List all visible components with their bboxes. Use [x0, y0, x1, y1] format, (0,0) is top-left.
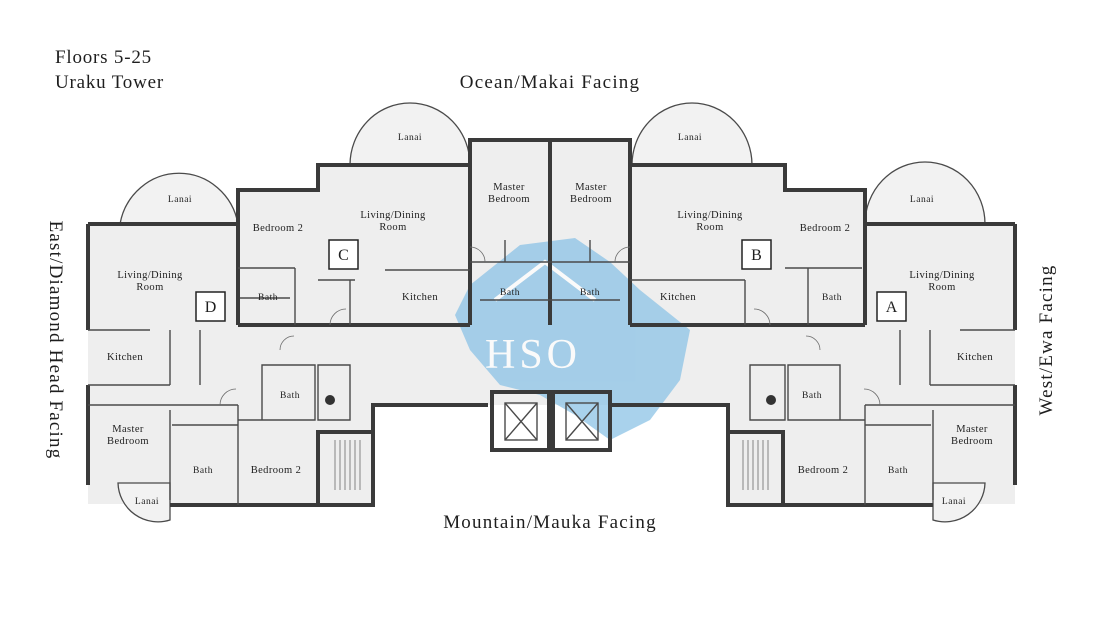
- lanai-bottom-label: Lanai: [942, 497, 966, 507]
- unit-d-badge: [195, 291, 226, 322]
- master-label: Master: [112, 424, 144, 435]
- bath-label-3: Bath: [280, 391, 300, 401]
- kitchen-label: Kitchen: [107, 352, 143, 363]
- living-dining-label: Living/Dining: [117, 270, 183, 281]
- bath-label-2: Bath: [193, 466, 213, 476]
- kitchen-label: Kitchen: [660, 292, 696, 303]
- unit-c-letter: C: [338, 247, 349, 264]
- lanai-bottom-label: Lanai: [135, 497, 159, 507]
- interior-walls: [88, 240, 1015, 505]
- unit-c-badge: [328, 239, 359, 270]
- bath-label-3: Bath: [802, 391, 822, 401]
- bedroom2b-label: Bedroom 2: [798, 465, 849, 476]
- living-dining-label: Living/Dining: [360, 210, 426, 221]
- floors-heading: Floors 5-25: [55, 47, 152, 68]
- unit-a-letter: A: [886, 299, 898, 316]
- unit-b: Lanai Living/Dining Room Master Bedroom …: [570, 133, 772, 303]
- unit-d: Lanai Living/Dining Room Bedroom 2 Bath …: [107, 195, 303, 507]
- bath-label: Bath: [822, 293, 842, 303]
- lanai-label: Lanai: [678, 133, 702, 143]
- living-dining-label: Living/Dining: [909, 270, 975, 281]
- bedroom2-label: Bedroom 2: [800, 223, 851, 234]
- living-dining-label: Living/Dining: [677, 210, 743, 221]
- bedroom-label: Bedroom: [951, 436, 993, 447]
- kitchen-label: Kitchen: [957, 352, 993, 363]
- bath-label-2: Bath: [888, 466, 908, 476]
- orientation-right: West/Ewa Facing: [1036, 264, 1057, 415]
- master-label: Master: [575, 182, 607, 193]
- unit-d-letter: D: [205, 299, 217, 316]
- lanai-label: Lanai: [168, 195, 192, 205]
- room-label: Room: [136, 282, 163, 293]
- kitchen-label: Kitchen: [402, 292, 438, 303]
- unit-b-badge: [741, 239, 772, 270]
- lanai-shapes: [117, 102, 986, 523]
- bath-label: Bath: [258, 293, 278, 303]
- orientation-left: East/Diamond Head Facing: [45, 221, 66, 460]
- lanai-label: Lanai: [910, 195, 934, 205]
- room-label: Room: [928, 282, 955, 293]
- lanai-label: Lanai: [398, 133, 422, 143]
- unit-b-letter: B: [751, 247, 762, 264]
- bedroom-label: Bedroom: [107, 436, 149, 447]
- master-label: Master: [956, 424, 988, 435]
- master-label: Master: [493, 182, 525, 193]
- watermark-text: HSO: [485, 332, 581, 378]
- room-label: Room: [696, 222, 723, 233]
- bedroom-label: Bedroom: [488, 194, 530, 205]
- bedroom2-label: Bedroom 2: [253, 223, 304, 234]
- stairwells: [316, 395, 785, 507]
- bedroom-label: Bedroom: [570, 194, 612, 205]
- bedroom2b-label: Bedroom 2: [251, 465, 302, 476]
- unit-c: Lanai Living/Dining Room Master Bedroom …: [328, 133, 530, 303]
- orientation-bottom: Mountain/Mauka Facing: [443, 512, 657, 533]
- unit-a-badge: [876, 291, 907, 322]
- bath-label: Bath: [580, 288, 600, 298]
- orientation-top: Ocean/Makai Facing: [460, 72, 640, 93]
- door-swings: [219, 246, 881, 406]
- tower-heading: Uraku Tower: [55, 72, 164, 93]
- unit-a: Lanai Living/Dining Room Bedroom 2 Bath …: [798, 195, 993, 507]
- elevators: [490, 390, 612, 452]
- room-label: Room: [379, 222, 406, 233]
- bath-label: Bath: [500, 288, 520, 298]
